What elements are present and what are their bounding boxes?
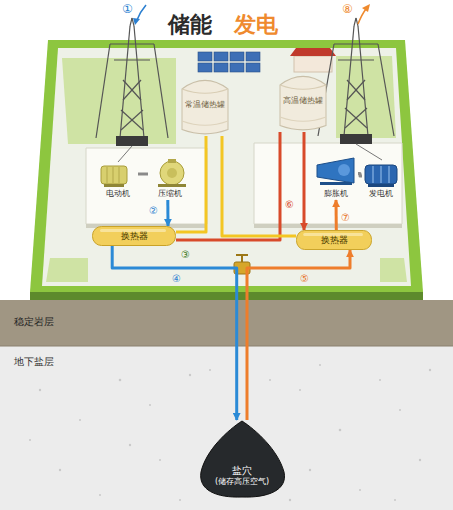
- salt-cavern: 盐穴(储存高压空气): [198, 420, 286, 498]
- machine-node: 发电机: [362, 160, 400, 200]
- callout-number: ⑦: [341, 212, 350, 224]
- node-text: 膨胀机: [324, 189, 348, 198]
- heat-exchanger: 换热器: [296, 230, 372, 250]
- pipe-connector: [247, 250, 350, 420]
- generator-icon: [362, 160, 400, 188]
- pipe-connector: [303, 132, 306, 230]
- node-text: 换热器: [121, 231, 148, 241]
- callout-number: ①: [122, 3, 133, 17]
- layer-label: 地下盐层: [14, 356, 54, 368]
- callout-number: ⑧: [342, 3, 353, 17]
- machine-node: 压缩机: [148, 158, 192, 200]
- pipe-connector: [335, 200, 338, 230]
- machine-node: 膨胀机: [314, 156, 358, 200]
- node-text: 换热器: [321, 235, 348, 245]
- pipe-connector: [166, 200, 169, 226]
- callout-number: ③: [181, 249, 190, 261]
- heat-exchanger: 换热器: [92, 226, 176, 246]
- node-text: (储存高压空气): [215, 477, 269, 486]
- pipe-connector: [222, 136, 296, 236]
- node-text: 高温储热罐: [283, 96, 323, 105]
- node-text: 压缩机: [158, 189, 182, 198]
- node-text: 常温储热罐: [185, 100, 225, 109]
- pipe-connector: [138, 173, 148, 176]
- node-text: 电动机: [106, 189, 130, 198]
- title-word: 储能: [168, 12, 212, 37]
- callout-number: ②: [149, 205, 158, 217]
- callout-number: ⑤: [300, 273, 309, 285]
- node-text: 盐穴: [232, 465, 252, 477]
- compressor-icon: [148, 158, 192, 188]
- cave-shape: [198, 420, 286, 498]
- pipe-connector: [358, 174, 362, 176]
- title-word: 发电: [234, 12, 278, 37]
- pipe-connector: [176, 132, 280, 240]
- storage-tank: 常温储热罐: [180, 74, 230, 136]
- motor-icon: [98, 160, 138, 188]
- machine-node: 电动机: [98, 160, 138, 200]
- callout-number: ⑥: [285, 199, 294, 211]
- pipe-connector: [112, 246, 237, 420]
- callout-number: ④: [172, 273, 181, 285]
- storage-tank: 高温储热罐: [278, 70, 328, 132]
- expander-icon: [314, 156, 358, 186]
- node-text: 发电机: [369, 189, 393, 198]
- layer-label: 稳定岩层: [14, 316, 54, 328]
